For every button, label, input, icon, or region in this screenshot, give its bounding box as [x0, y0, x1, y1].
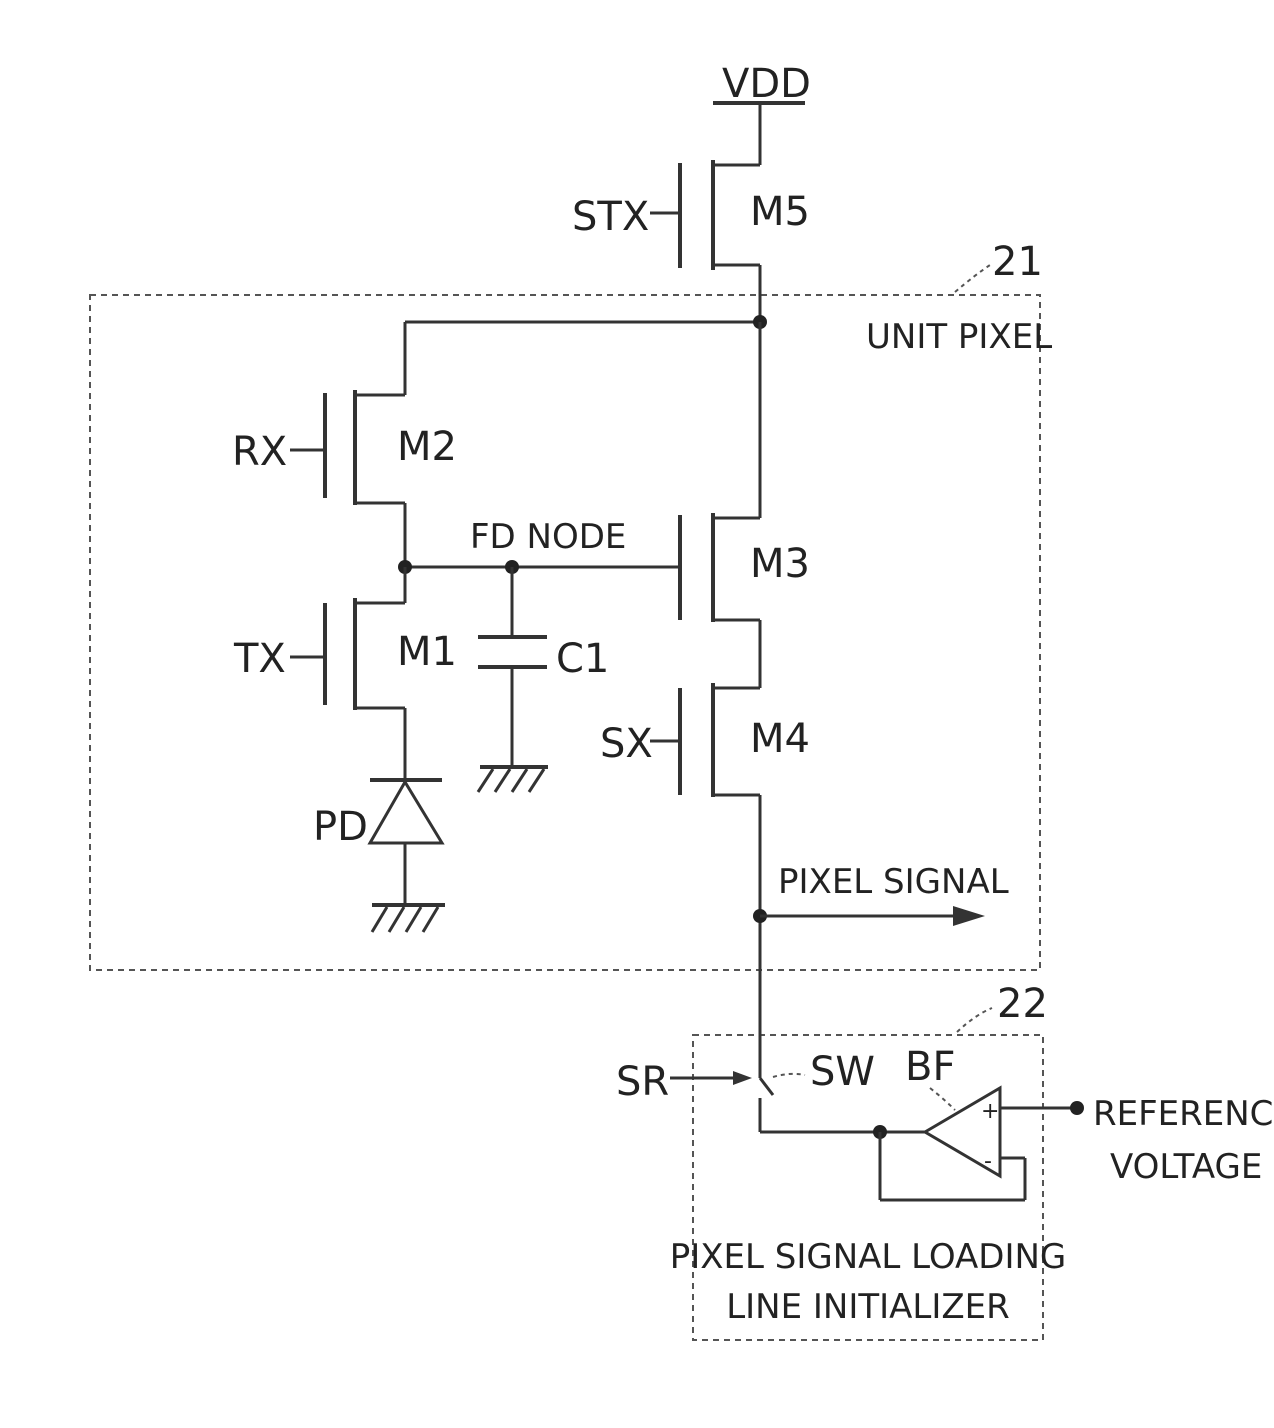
m4-label: M4 [750, 716, 810, 762]
initializer-caption-line2: LINE INITIALIZER [726, 1287, 1010, 1327]
unit-pixel-label: UNIT PIXEL [866, 317, 1052, 357]
ref-22-label: 22 [997, 981, 1048, 1027]
rx-label: RX [232, 429, 287, 475]
ref-21-label: 21 [992, 239, 1043, 285]
m2-transistor [290, 322, 405, 567]
sx-label: SX [600, 721, 653, 767]
sw-switch [760, 1078, 773, 1132]
sw-label: SW [810, 1049, 875, 1095]
voltage-label: VOLTAGE [1110, 1147, 1262, 1187]
initializer-caption-line1: PIXEL SIGNAL LOADING [670, 1237, 1067, 1277]
m4-transistor [650, 620, 760, 797]
fd-node-label: FD NODE [470, 517, 626, 557]
pixel-signal-arrow [953, 906, 985, 926]
vdd-label: VDD [722, 61, 811, 107]
m1-transistor [290, 567, 405, 780]
m3-label: M3 [750, 541, 810, 587]
bf-leader [930, 1088, 955, 1110]
pd-photodiode [370, 780, 445, 932]
pixel-signal-label: PIXEL SIGNAL [778, 862, 1009, 902]
sr-label: SR [616, 1059, 669, 1105]
sr-arrow [733, 1071, 752, 1085]
c1-label: C1 [556, 636, 609, 682]
reference-label: REFERENCE [1093, 1094, 1274, 1134]
sw-leader [773, 1074, 805, 1077]
bf-label: BF [905, 1044, 955, 1090]
m5-transistor [650, 103, 760, 270]
pd-label: PD [313, 804, 368, 850]
m5-label: M5 [750, 189, 810, 235]
reference-voltage-terminal [1070, 1101, 1084, 1115]
stx-label: STX [572, 194, 649, 240]
tx-label: TX [233, 636, 286, 682]
bf-plus-sign: + [981, 1099, 999, 1124]
ref-21-leader [955, 265, 990, 292]
bf-minus-sign: - [984, 1149, 992, 1174]
m2-label: M2 [397, 424, 457, 470]
bf-buffer [880, 1088, 1075, 1200]
m3-transistor [680, 322, 760, 622]
ref-22-leader [957, 1008, 992, 1032]
m1-label: M1 [397, 629, 457, 675]
c1-capacitor [478, 567, 548, 792]
